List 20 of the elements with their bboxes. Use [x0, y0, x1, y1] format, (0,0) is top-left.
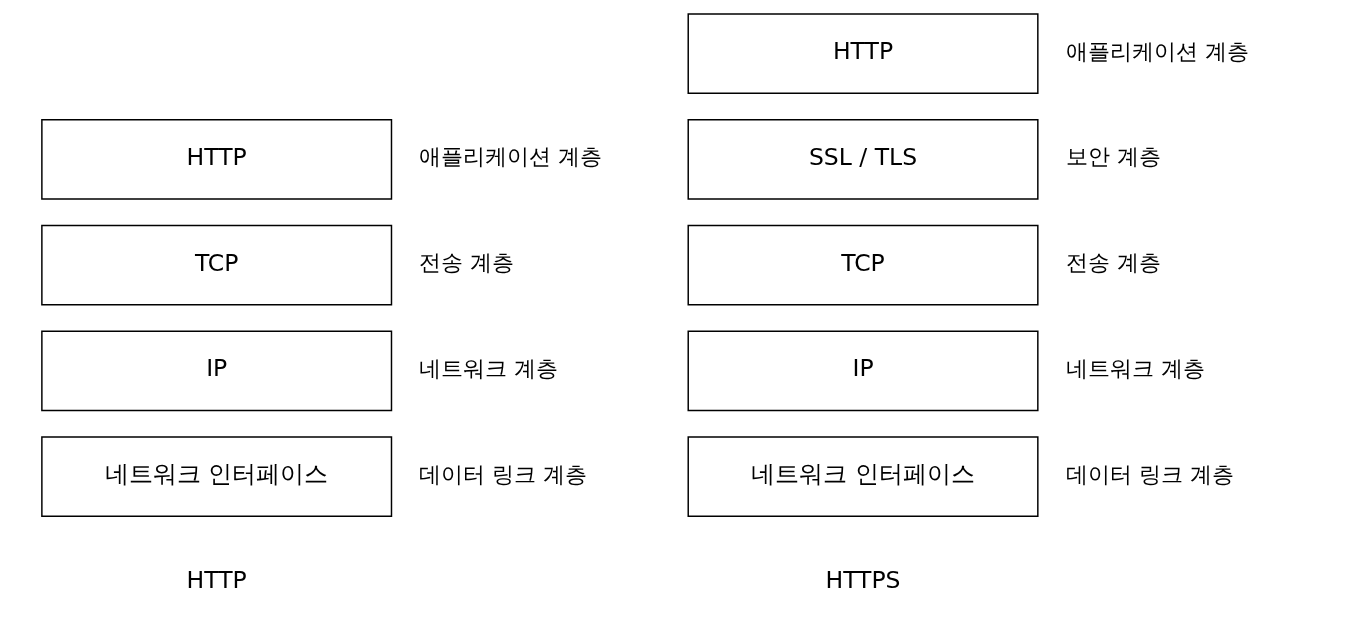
node-label: 전송 계층 — [1065, 250, 1161, 276]
node-label: 네트워크 계층 — [1065, 356, 1205, 382]
node-box: 네트워크 인터페이스 — [687, 436, 1039, 518]
node-box: TCP — [41, 224, 393, 306]
node-box: IP — [687, 330, 1039, 412]
label: HTTPS — [825, 566, 901, 594]
node-box: SSL / TLS — [687, 118, 1039, 200]
node-label: 데이터 링크 계층 — [1065, 461, 1234, 487]
node-label: 네트워크 계층 — [419, 356, 559, 382]
node-label: 애플리케이션 계층 — [1065, 38, 1249, 64]
node-label: 애플리케이션 계층 — [419, 144, 603, 170]
node-box: HTTP — [41, 118, 393, 200]
node-box: TCP — [687, 224, 1039, 306]
label: HTTP — [186, 566, 247, 594]
node-box: IP — [41, 330, 393, 412]
node-box: HTTP — [687, 13, 1039, 94]
node-label: 보안 계층 — [1065, 144, 1161, 170]
node-label: 데이터 링크 계층 — [419, 461, 588, 487]
node-box: 네트워크 인터페이스 — [41, 436, 393, 518]
node-label: 전송 계층 — [419, 250, 515, 276]
